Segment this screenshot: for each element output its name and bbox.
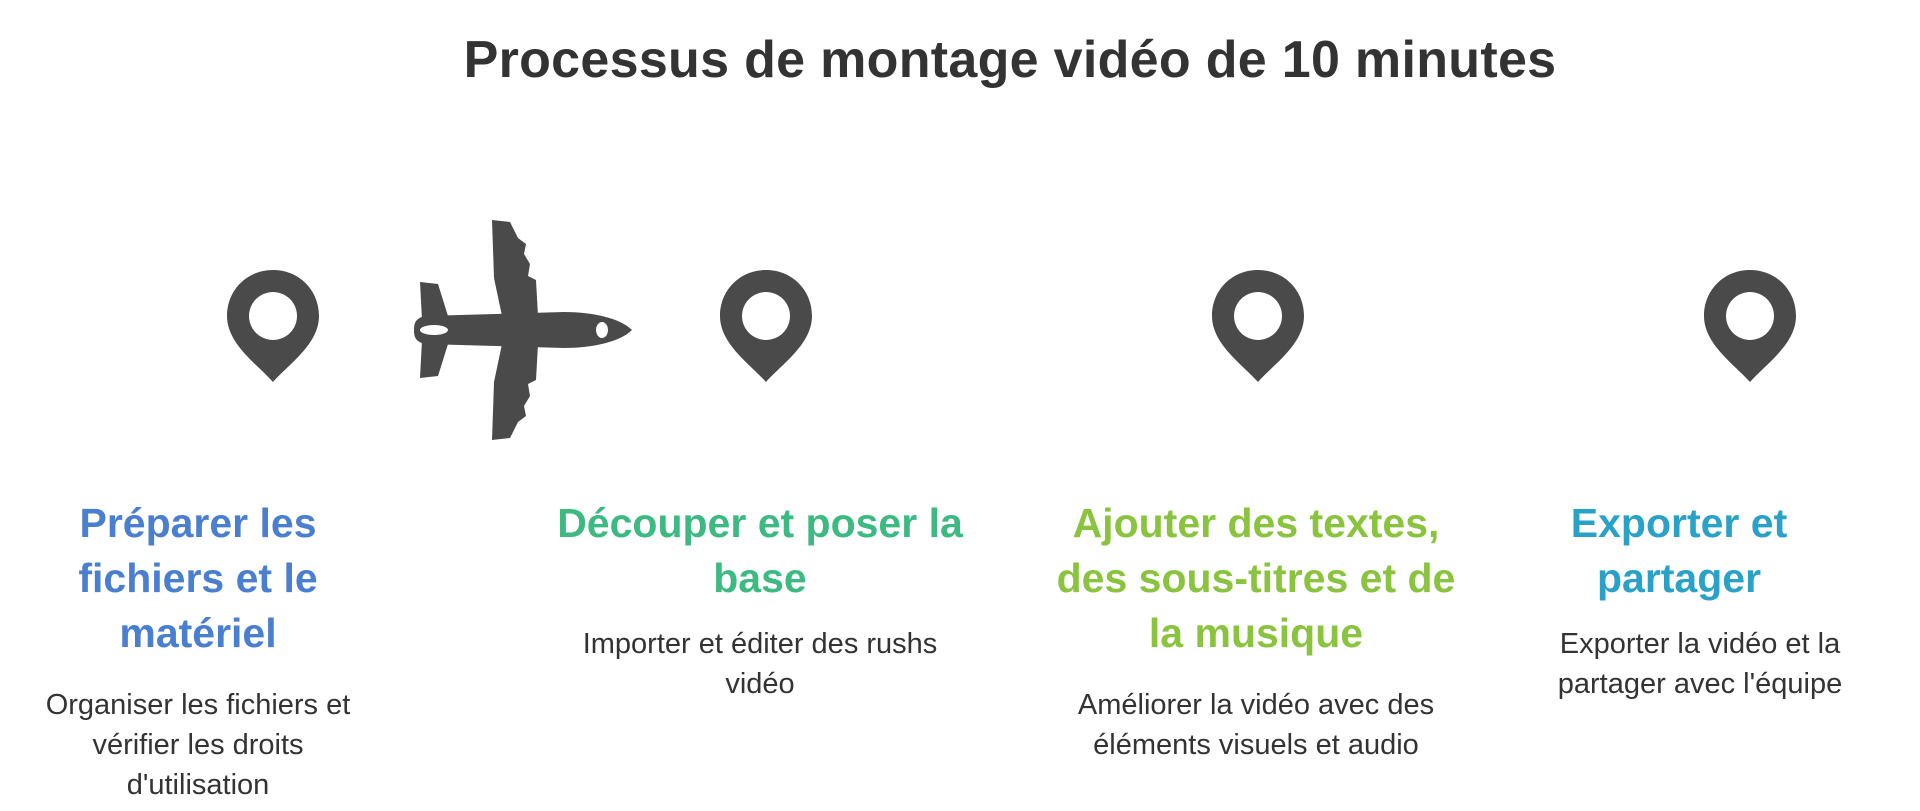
step-1-description: Organiser les fichiers et vérifier les d… — [45, 689, 351, 801]
map-pin-icon — [1704, 270, 1796, 382]
map-pin-icon — [1212, 270, 1304, 382]
step-4-title: Exporter et partager — [1570, 500, 1788, 601]
step-2-description: Importer et éditer des rushs vidéo — [582, 628, 938, 700]
step-2-title: Découper et poser la base — [557, 500, 963, 601]
step-1: Préparer les fichiers et le matériel Org… — [44, 496, 352, 805]
step-2: Découper et poser la base Importer et éd… — [550, 496, 970, 704]
step-3: Ajouter des textes, des sous-titres et d… — [1040, 496, 1472, 765]
step-4: Exporter et partager Exporter la vidéo e… — [1530, 496, 1870, 704]
map-pin-icon — [720, 270, 812, 382]
step-3-title: Ajouter des textes, des sous-titres et d… — [1056, 500, 1456, 656]
step-3-description: Améliorer la vidéo avec des éléments vis… — [1077, 689, 1435, 761]
page-title: Processus de montage vidéo de 10 minutes — [463, 31, 1557, 89]
map-pin-icon — [227, 270, 319, 382]
step-1-title: Préparer les fichiers et le matériel — [78, 500, 318, 656]
step-4-description: Exporter la vidéo et la partager avec l'… — [1557, 628, 1843, 700]
airplane-icon — [414, 220, 632, 440]
